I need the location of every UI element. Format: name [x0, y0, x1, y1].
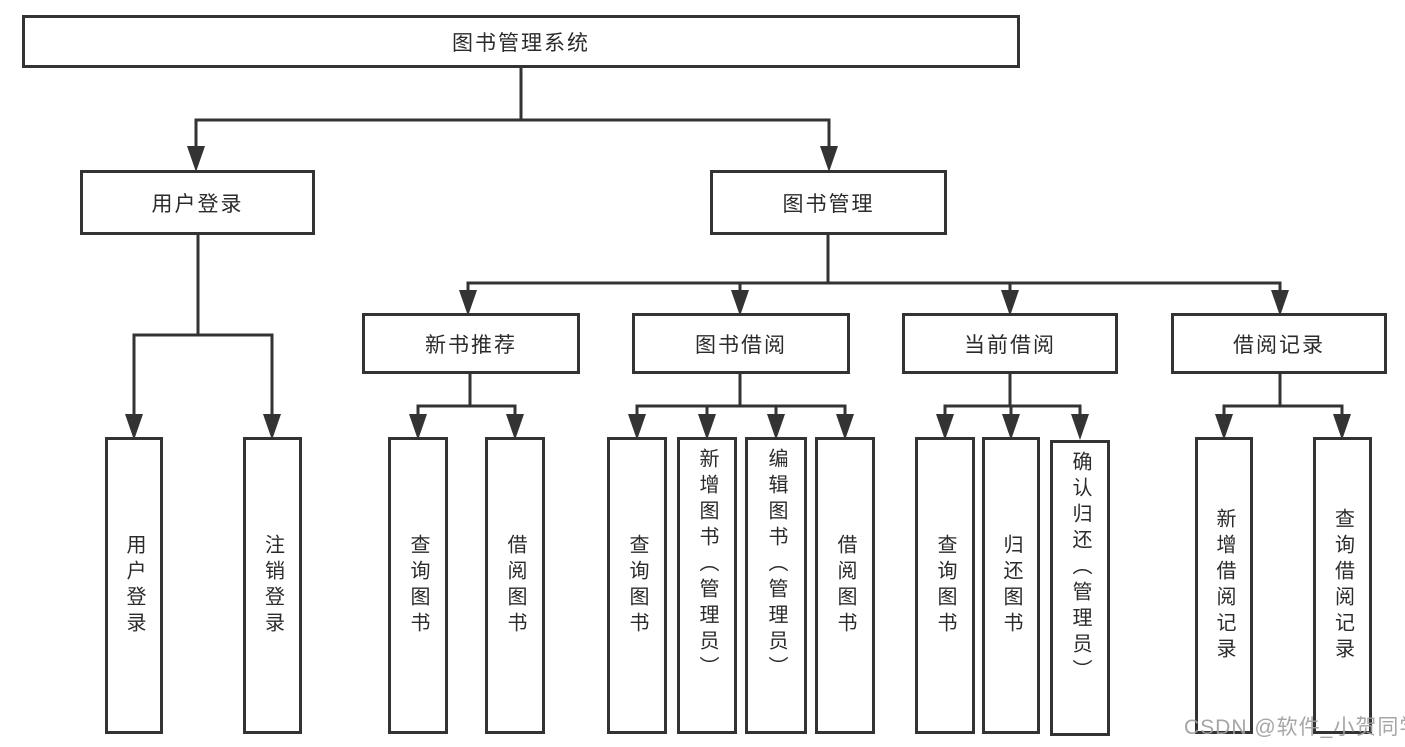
- node-label: 编辑图书（管理员）: [765, 448, 787, 682]
- arrow-down-icon: [698, 414, 716, 440]
- node-book-borrow: 图书借阅: [632, 313, 850, 374]
- node-user-login: 用户登录: [80, 170, 315, 235]
- node-label: 用户登录: [123, 533, 145, 638]
- arrow-down-icon: [836, 414, 854, 440]
- node-label: 用户登录: [151, 192, 244, 216]
- connector-userlogin-to-leaves: [132, 231, 274, 417]
- node-label: 查询借阅记录: [1331, 507, 1354, 664]
- node-borrow-records: 借阅记录: [1171, 313, 1387, 374]
- connector-bookmgmt-to-level2: [466, 231, 1282, 294]
- connector-newbooks-to-leaves: [416, 370, 517, 417]
- node-book-management: 图书管理: [710, 170, 947, 235]
- arrow-down-icon: [187, 146, 205, 172]
- connector-root-to-level1: [194, 64, 831, 150]
- leaf-confirm-return-admin: 确认归还（管理员）: [1050, 440, 1110, 736]
- node-label: 图书管理系统: [452, 31, 590, 55]
- leaf-add-borrow-record: 新增借阅记录: [1195, 437, 1253, 734]
- leaf-return-books: 归还图书: [982, 437, 1040, 734]
- node-label: 新增图书（管理员）: [696, 448, 718, 682]
- leaf-query-books-3: 查询图书: [915, 437, 975, 734]
- node-label: 新书推荐: [425, 333, 517, 357]
- node-label: 查询图书: [934, 533, 956, 638]
- node-label: 查询图书: [626, 533, 648, 638]
- connector-borrowrecords-to-leaves: [1222, 370, 1344, 417]
- node-label: 当前借阅: [964, 333, 1056, 357]
- csdn-watermark: CSDN @软件_小贺同学: [1184, 716, 1405, 739]
- connector-currentborrow-to-leaves: [943, 370, 1082, 417]
- node-library-management-system: 图书管理系统: [22, 15, 1020, 68]
- node-label: 借阅图书: [504, 533, 526, 638]
- arrow-down-icon: [1333, 414, 1351, 440]
- arrow-down-icon: [820, 146, 838, 172]
- leaf-logout: 注销登录: [243, 437, 302, 734]
- arrow-down-icon: [1002, 414, 1020, 440]
- leaf-edit-books-admin: 编辑图书（管理员）: [745, 437, 807, 734]
- node-label: 图书管理: [782, 192, 875, 216]
- leaf-borrow-books-1: 借阅图书: [485, 437, 545, 734]
- arrow-down-icon: [628, 414, 646, 440]
- arrow-down-icon: [1071, 414, 1089, 440]
- arrow-down-icon: [767, 414, 785, 440]
- node-label: 确认归还（管理员）: [1069, 451, 1091, 685]
- connector-bookborrow-to-leaves: [635, 370, 847, 417]
- arrow-down-icon: [409, 414, 427, 440]
- leaf-user-login: 用户登录: [105, 437, 163, 734]
- arrow-down-icon: [459, 290, 477, 316]
- leaf-query-borrow-record: 查询借阅记录: [1313, 437, 1372, 734]
- arrow-down-icon: [1271, 290, 1289, 316]
- leaf-query-books-2: 查询图书: [607, 437, 667, 734]
- leaf-add-books-admin: 新增图书（管理员）: [677, 437, 737, 734]
- node-label: 借阅图书: [834, 533, 856, 638]
- node-label: 注销登录: [261, 533, 284, 638]
- arrow-down-icon: [731, 290, 749, 316]
- leaf-borrow-books-2: 借阅图书: [815, 437, 875, 734]
- arrow-down-icon: [506, 414, 524, 440]
- arrow-down-icon: [1001, 290, 1019, 316]
- node-label: 新增借阅记录: [1213, 507, 1235, 664]
- node-label: 查询图书: [407, 533, 429, 638]
- leaf-query-books-1: 查询图书: [388, 437, 448, 734]
- node-label: 图书借阅: [695, 333, 787, 357]
- arrow-down-icon: [936, 414, 954, 440]
- arrow-down-icon: [263, 414, 281, 440]
- node-new-book-recommend: 新书推荐: [362, 313, 580, 374]
- arrowheads: [125, 146, 1351, 440]
- arrow-down-icon: [125, 414, 143, 440]
- node-current-borrow: 当前借阅: [902, 313, 1118, 374]
- node-label: 借阅记录: [1233, 333, 1325, 357]
- node-label: 归还图书: [1000, 533, 1022, 638]
- arrow-down-icon: [1215, 414, 1233, 440]
